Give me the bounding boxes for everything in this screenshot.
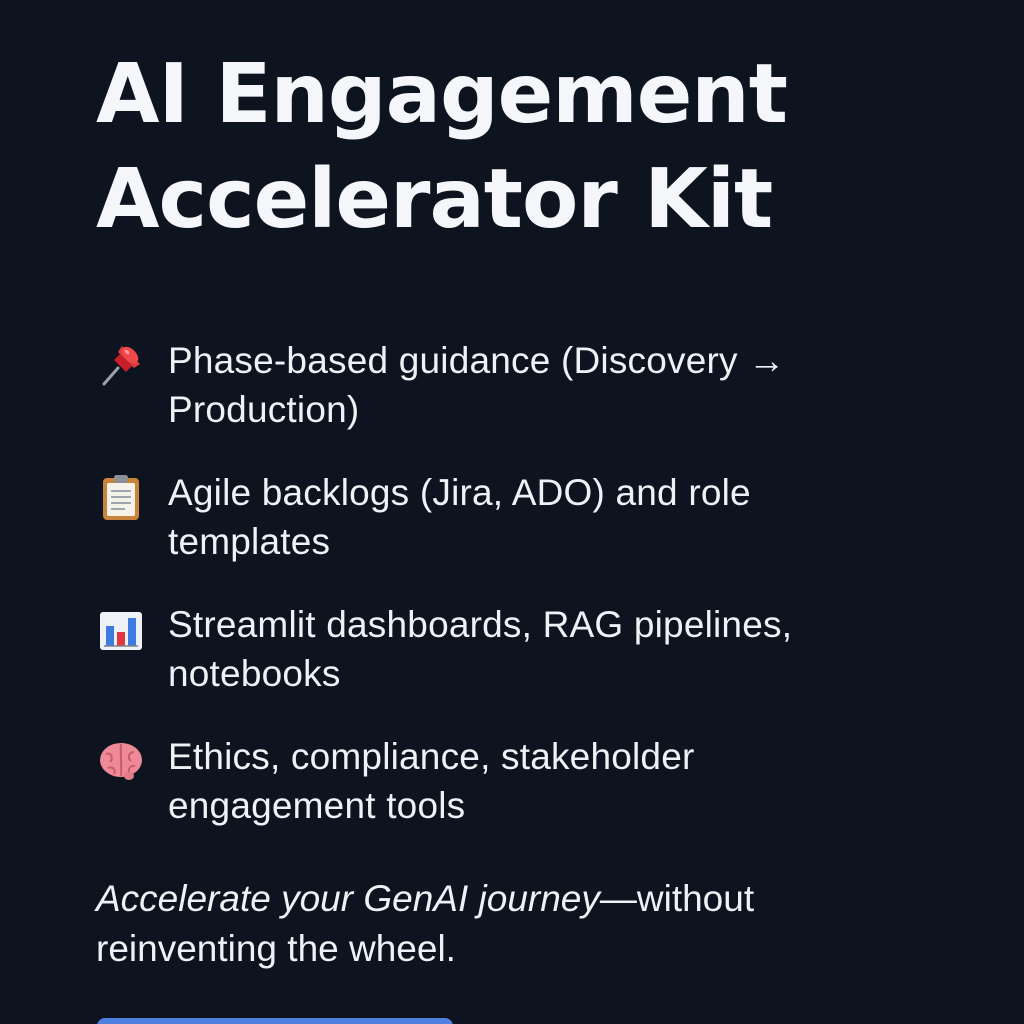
feature-item-phase-guidance: Phase-based guidance (Discovery → Produc… bbox=[96, 336, 896, 468]
feature-item-ethics-tools: Ethics, compliance, stakeholder engageme… bbox=[96, 732, 896, 864]
feature-text: Ethics, compliance, stakeholder engageme… bbox=[168, 736, 695, 826]
feature-text: Streamlit dashboards, RAG pipelines, not… bbox=[168, 604, 793, 694]
tagline-rest: —without reinventing the wheel. bbox=[96, 878, 755, 969]
bar-chart-icon bbox=[96, 604, 146, 654]
tagline-emphasis: Accelerate your GenAI journey bbox=[96, 878, 600, 919]
title-line-1: AI Engagement bbox=[96, 47, 788, 142]
feature-item-agile-backlogs: Agile backlogs (Jira, ADO) and role temp… bbox=[96, 468, 896, 600]
cta-button[interactable] bbox=[97, 1018, 453, 1024]
feature-item-streamlit-dashboards: Streamlit dashboards, RAG pipelines, not… bbox=[96, 600, 896, 732]
title-line-2: Accelerator Kit bbox=[96, 152, 773, 247]
pushpin-icon bbox=[96, 340, 146, 390]
feature-text: Phase-based guidance (Discovery → Produc… bbox=[168, 340, 786, 430]
feature-list: Phase-based guidance (Discovery → Produc… bbox=[96, 336, 896, 864]
clipboard-icon bbox=[96, 472, 146, 522]
page-title: AI Engagement Accelerator Kit bbox=[96, 42, 956, 252]
brain-icon bbox=[96, 736, 146, 786]
feature-text: Agile backlogs (Jira, ADO) and role temp… bbox=[168, 472, 751, 562]
tagline: Accelerate your GenAI journey—without re… bbox=[96, 874, 916, 974]
